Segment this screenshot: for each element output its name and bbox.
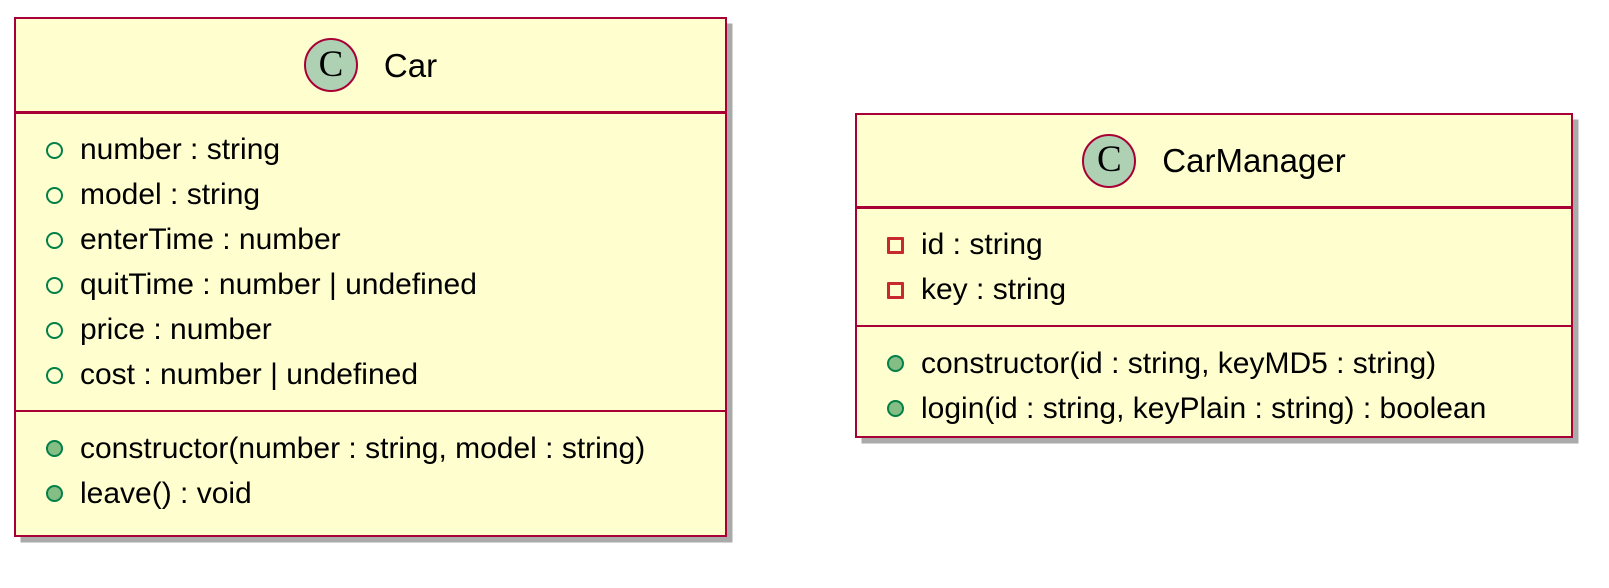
public-field-icon — [46, 366, 63, 384]
attribute-label: id : string — [921, 228, 1043, 261]
class-header-car: C Car — [16, 19, 725, 111]
public-method-icon — [887, 400, 904, 417]
public-field-icon — [46, 321, 63, 339]
attribute-row[interactable]: number : string — [16, 128, 725, 173]
class-box-carmanager[interactable]: C CarManager id : string key : string co… — [855, 113, 1573, 438]
method-label: constructor(id : string, keyMD5 : string… — [921, 346, 1437, 380]
compartment-divider-car-attributes — [16, 111, 725, 114]
public-method-icon — [46, 485, 63, 502]
method-label: leave() : void — [80, 476, 252, 510]
method-row[interactable]: leave() : void — [16, 471, 725, 516]
attribute-row[interactable]: model : string — [16, 173, 725, 218]
method-row[interactable]: login(id : string, keyPlain : string) : … — [857, 386, 1571, 431]
attribute-row[interactable]: quitTime : number | undefined — [16, 263, 725, 308]
class-name-car: Car — [383, 46, 438, 84]
public-method-icon — [46, 440, 63, 457]
public-field-icon — [46, 186, 63, 204]
attribute-label: model : string — [80, 178, 261, 211]
attribute-label: enterTime : number — [80, 223, 341, 256]
compartment-divider-carmanager-methods — [857, 324, 1571, 327]
class-name-carmanager: CarManager — [1162, 142, 1346, 179]
method-row[interactable]: constructor(number : string, model : str… — [16, 426, 725, 471]
attribute-label: price : number — [80, 313, 272, 346]
methods-compartment-carmanager: constructor(id : string, keyMD5 : string… — [857, 327, 1571, 443]
attribute-row[interactable]: cost : number | undefined — [16, 353, 725, 398]
method-label: login(id : string, keyPlain : string) : … — [921, 391, 1487, 425]
class-header-carmanager: C CarManager — [857, 115, 1571, 206]
attribute-row[interactable]: id : string — [857, 223, 1571, 268]
attributes-compartment-carmanager: id : string key : string — [857, 209, 1571, 325]
private-field-icon — [887, 236, 904, 254]
attribute-row[interactable]: enterTime : number — [16, 218, 725, 263]
attribute-label: quitTime : number | undefined — [80, 268, 477, 301]
attributes-compartment-car: number : string model : string enterTime… — [16, 114, 725, 410]
public-field-icon — [46, 231, 63, 249]
compartment-divider-carmanager-attributes — [857, 206, 1571, 209]
method-label: constructor(number : string, model : str… — [80, 431, 646, 465]
attribute-row[interactable]: key : string — [857, 268, 1571, 313]
class-stereotype-circle-icon: C — [1082, 133, 1137, 188]
methods-compartment-car: constructor(number : string, model : str… — [16, 412, 725, 528]
class-stereotype-circle-icon: C — [303, 38, 358, 92]
attribute-label: number : string — [80, 133, 281, 166]
compartment-divider-car-methods — [16, 409, 725, 412]
class-stereotype-letter: C — [1096, 139, 1122, 180]
attribute-label: key : string — [921, 273, 1067, 306]
class-stereotype-letter: C — [318, 43, 344, 85]
method-row[interactable]: constructor(id : string, keyMD5 : string… — [857, 341, 1571, 386]
class-box-car[interactable]: C Car number : string model : string ent… — [14, 17, 727, 537]
attribute-row[interactable]: price : number — [16, 308, 725, 353]
public-field-icon — [46, 141, 63, 159]
public-field-icon — [46, 276, 63, 294]
private-field-icon — [887, 281, 904, 299]
attribute-label: cost : number | undefined — [80, 358, 418, 391]
public-method-icon — [887, 355, 904, 372]
